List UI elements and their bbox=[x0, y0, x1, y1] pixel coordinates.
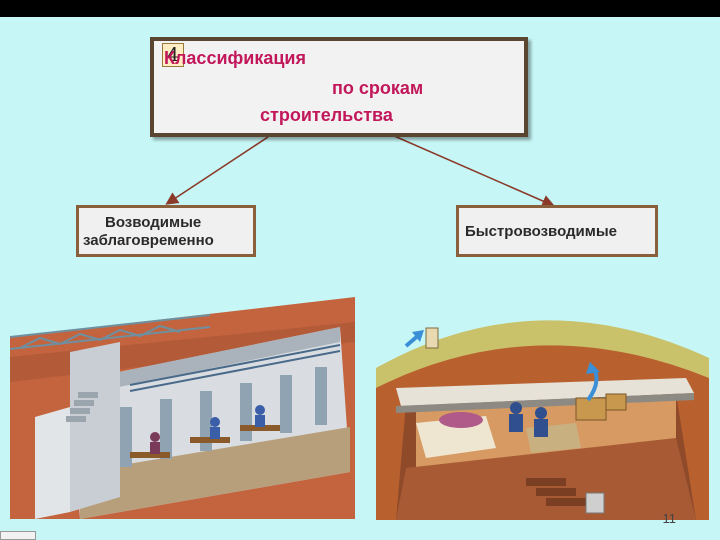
category-advance-line1: Возводимые bbox=[105, 214, 202, 231]
arrow-right bbox=[391, 134, 555, 208]
category-box-rapid: Быстровозводимые bbox=[456, 205, 658, 257]
title-box: 4 Классификация по срокам строительства bbox=[150, 37, 528, 137]
category-box-advance: Возводимые заблаговременно bbox=[76, 205, 256, 257]
quick-shelter-illustration bbox=[376, 298, 709, 520]
title-line-3: строительства bbox=[260, 105, 393, 125]
connector-arrows bbox=[165, 134, 555, 208]
cutaway-illustration-icon bbox=[376, 320, 709, 520]
page-number: 11 bbox=[662, 511, 677, 526]
slide-number-badge: 4 bbox=[162, 43, 184, 67]
underground-shelter-illustration bbox=[10, 297, 355, 519]
title-line-2: по срокам bbox=[332, 78, 424, 98]
category-rapid-label: Быстровозводимые bbox=[465, 223, 618, 240]
slide: 4 Классификация по срокам строительства … bbox=[0, 17, 720, 540]
slide-corner-tab bbox=[0, 531, 36, 540]
cutaway-illustration-icon bbox=[10, 297, 355, 519]
category-advance-line2: заблаговременно bbox=[83, 232, 214, 249]
arrow-left bbox=[165, 136, 269, 205]
title-line-1: Классификация bbox=[164, 48, 306, 68]
